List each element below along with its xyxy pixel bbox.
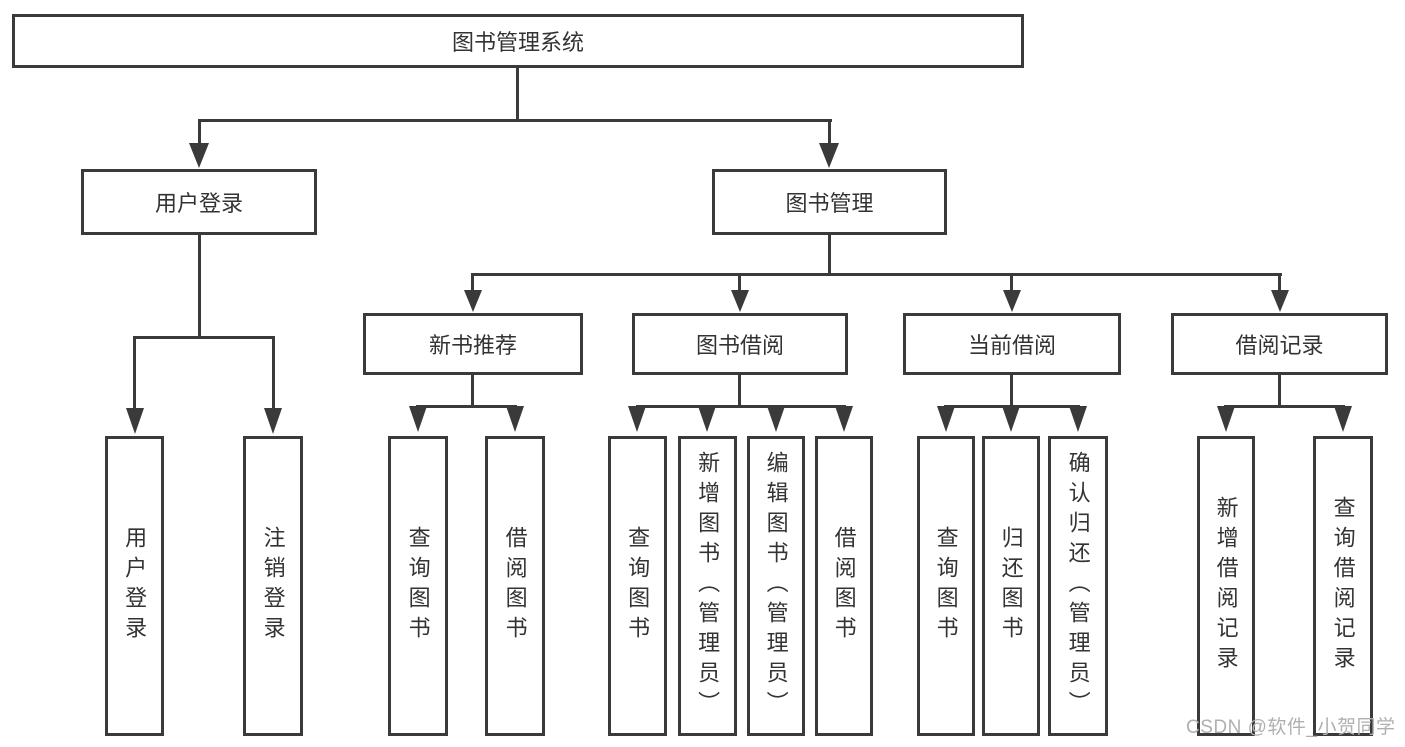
connector-line bbox=[133, 336, 136, 408]
arrow-down-icon bbox=[264, 408, 282, 434]
connector-line bbox=[1010, 375, 1013, 408]
leaf-return-books: 归还图书 bbox=[982, 436, 1040, 736]
arrow-down-icon bbox=[1334, 406, 1352, 432]
watermark: CSDN @软件_小贺同学 bbox=[1186, 717, 1396, 738]
connector-line bbox=[471, 273, 474, 293]
leaf-query-books-current: 查询图书 bbox=[917, 436, 975, 736]
connector-line bbox=[738, 375, 741, 408]
node-book-management: 图书管理 bbox=[712, 169, 947, 235]
arrow-down-icon bbox=[698, 406, 716, 432]
connector-line bbox=[738, 273, 741, 293]
arrow-down-icon bbox=[835, 406, 853, 432]
leaf-logout-login: 注销登录 bbox=[243, 436, 303, 736]
leaf-borrow-books: 借阅图书 bbox=[815, 436, 873, 736]
arrow-down-icon bbox=[767, 406, 785, 432]
arrow-down-icon bbox=[731, 290, 749, 312]
arrow-down-icon bbox=[464, 290, 482, 312]
connector-line bbox=[636, 405, 846, 408]
connector-line bbox=[1010, 273, 1013, 293]
node-new-book-recommendation: 新书推荐 bbox=[363, 313, 583, 375]
connector-line bbox=[1278, 375, 1281, 408]
node-user-login: 用户登录 bbox=[81, 169, 317, 235]
leaf-borrow-books-recommend: 借阅图书 bbox=[485, 436, 545, 736]
leaf-query-books-borrowing: 查询图书 bbox=[608, 436, 667, 736]
connector-line bbox=[828, 119, 831, 147]
leaf-edit-books-admin: 编辑图书（管理员） bbox=[747, 436, 805, 736]
arrow-down-icon bbox=[819, 143, 839, 168]
connector-line bbox=[416, 405, 517, 408]
connector-line bbox=[198, 119, 832, 122]
arrow-down-icon bbox=[1069, 406, 1087, 432]
arrow-down-icon bbox=[1271, 290, 1289, 312]
arrow-down-icon bbox=[628, 406, 646, 432]
arrow-down-icon bbox=[409, 406, 427, 432]
node-book-borrowing: 图书借阅 bbox=[632, 313, 848, 375]
connector-line bbox=[471, 375, 474, 408]
leaf-query-books-recommend: 查询图书 bbox=[388, 436, 448, 736]
leaf-user-login: 用户登录 bbox=[105, 436, 164, 736]
connector-line bbox=[471, 273, 1282, 276]
leaf-add-books-admin: 新增图书（管理员） bbox=[678, 436, 737, 736]
connector-line bbox=[198, 235, 201, 337]
leaf-query-borrow-record: 查询借阅记录 bbox=[1313, 436, 1373, 736]
arrow-down-icon bbox=[1003, 290, 1021, 312]
arrow-down-icon bbox=[937, 406, 955, 432]
connector-line bbox=[198, 119, 201, 147]
node-library-system: 图书管理系统 bbox=[12, 14, 1024, 68]
arrow-down-icon bbox=[1002, 406, 1020, 432]
connector-line bbox=[1278, 273, 1281, 293]
arrow-down-icon bbox=[189, 143, 209, 168]
arrow-down-icon bbox=[126, 408, 144, 434]
leaf-confirm-return-admin: 确认归还（管理员） bbox=[1048, 436, 1108, 736]
connector-line bbox=[1224, 405, 1345, 408]
node-current-borrowing: 当前借阅 bbox=[903, 313, 1121, 375]
connector-line bbox=[272, 336, 275, 408]
arrow-down-icon bbox=[1217, 406, 1235, 432]
node-borrowing-records: 借阅记录 bbox=[1171, 313, 1388, 375]
connector-line bbox=[828, 235, 831, 275]
connector-line bbox=[516, 68, 519, 120]
arrow-down-icon bbox=[506, 406, 524, 432]
connector-line bbox=[133, 336, 275, 339]
leaf-add-borrow-record: 新增借阅记录 bbox=[1197, 436, 1255, 736]
